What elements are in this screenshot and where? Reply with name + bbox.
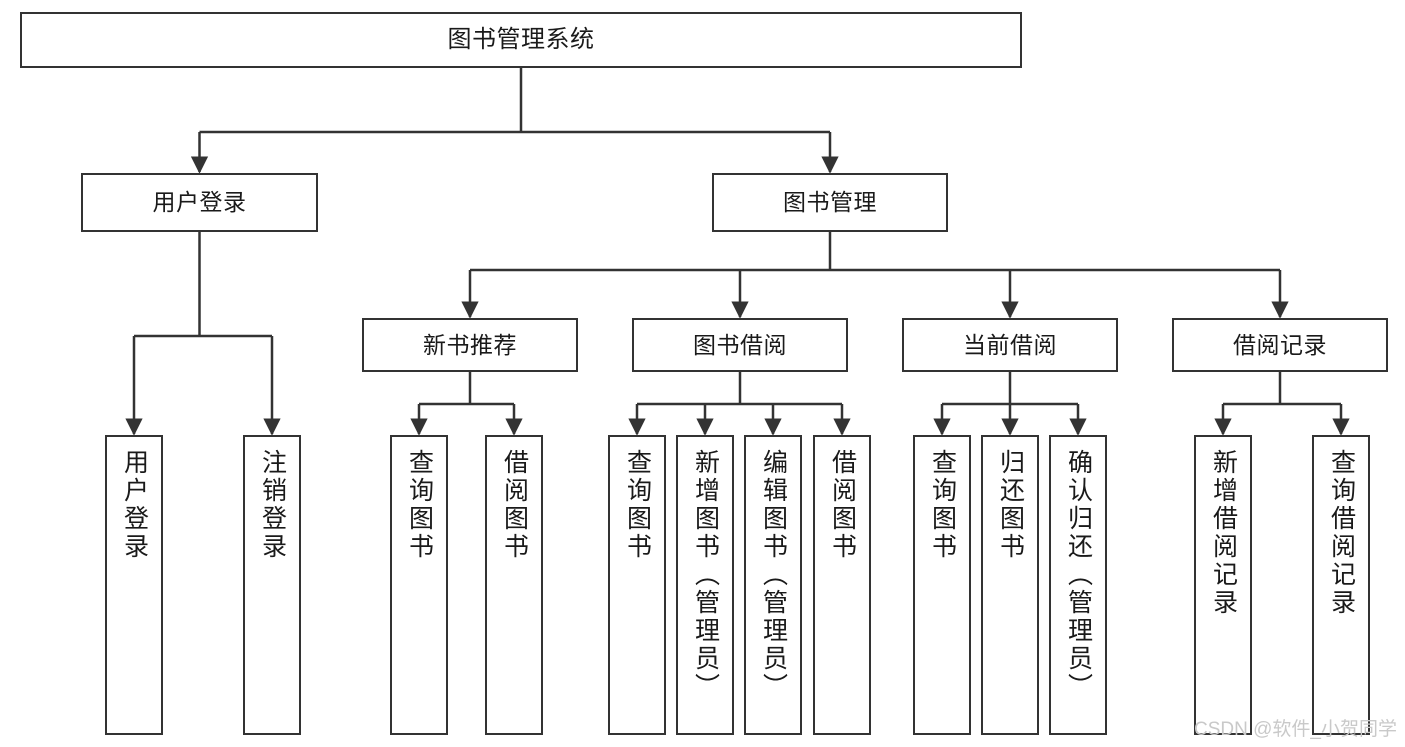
node-leaf-borrow-book-2-label: 借阅图书 [828, 449, 857, 561]
node-leaf-borrow-book-2[interactable]: 借阅图书 [813, 435, 871, 735]
node-leaf-return-book[interactable]: 归还图书 [981, 435, 1039, 735]
node-leaf-query-record-label: 查询借阅记录 [1327, 449, 1356, 617]
node-leaf-query-book-2-label: 查询图书 [623, 449, 652, 561]
node-leaf-user-login[interactable]: 用户登录 [105, 435, 163, 735]
node-leaf-confirm-return-label: 确认归还（管理员） [1064, 449, 1093, 701]
node-leaf-query-book-1-label: 查询图书 [405, 449, 434, 561]
node-leaf-query-book-3[interactable]: 查询图书 [913, 435, 971, 735]
node-leaf-borrow-book-1-label: 借阅图书 [500, 449, 529, 561]
node-leaf-query-book-3-label: 查询图书 [928, 449, 957, 561]
node-leaf-user-login-label: 用户登录 [120, 449, 149, 561]
node-leaf-confirm-return[interactable]: 确认归还（管理员） [1049, 435, 1107, 735]
node-user-login-label: 用户登录 [152, 189, 247, 216]
node-leaf-edit-book[interactable]: 编辑图书（管理员） [744, 435, 802, 735]
node-borrow-record[interactable]: 借阅记录 [1172, 318, 1388, 372]
node-leaf-logout[interactable]: 注销登录 [243, 435, 301, 735]
node-current-borrow[interactable]: 当前借阅 [902, 318, 1118, 372]
node-new-book-recommend[interactable]: 新书推荐 [362, 318, 578, 372]
node-leaf-logout-label: 注销登录 [258, 449, 287, 561]
node-root[interactable]: 图书管理系统 [20, 12, 1022, 68]
node-book-borrow[interactable]: 图书借阅 [632, 318, 848, 372]
node-leaf-add-record-label: 新增借阅记录 [1209, 449, 1238, 617]
node-book-manage-label: 图书管理 [783, 189, 877, 216]
node-leaf-add-record[interactable]: 新增借阅记录 [1194, 435, 1252, 735]
node-user-login[interactable]: 用户登录 [81, 173, 318, 232]
node-leaf-add-book[interactable]: 新增图书（管理员） [676, 435, 734, 735]
node-leaf-edit-book-label: 编辑图书（管理员） [759, 449, 788, 701]
node-book-borrow-label: 图书借阅 [693, 331, 787, 358]
node-leaf-query-record[interactable]: 查询借阅记录 [1312, 435, 1370, 735]
node-book-manage[interactable]: 图书管理 [712, 173, 948, 232]
node-leaf-borrow-book-1[interactable]: 借阅图书 [485, 435, 543, 735]
node-root-label: 图书管理系统 [447, 26, 595, 54]
node-borrow-record-label: 借阅记录 [1233, 331, 1327, 358]
node-leaf-query-book-1[interactable]: 查询图书 [390, 435, 448, 735]
node-new-book-recommend-label: 新书推荐 [423, 331, 517, 358]
node-leaf-return-book-label: 归还图书 [996, 449, 1025, 561]
node-current-borrow-label: 当前借阅 [963, 331, 1057, 358]
node-leaf-add-book-label: 新增图书（管理员） [691, 449, 720, 701]
node-leaf-query-book-2[interactable]: 查询图书 [608, 435, 666, 735]
